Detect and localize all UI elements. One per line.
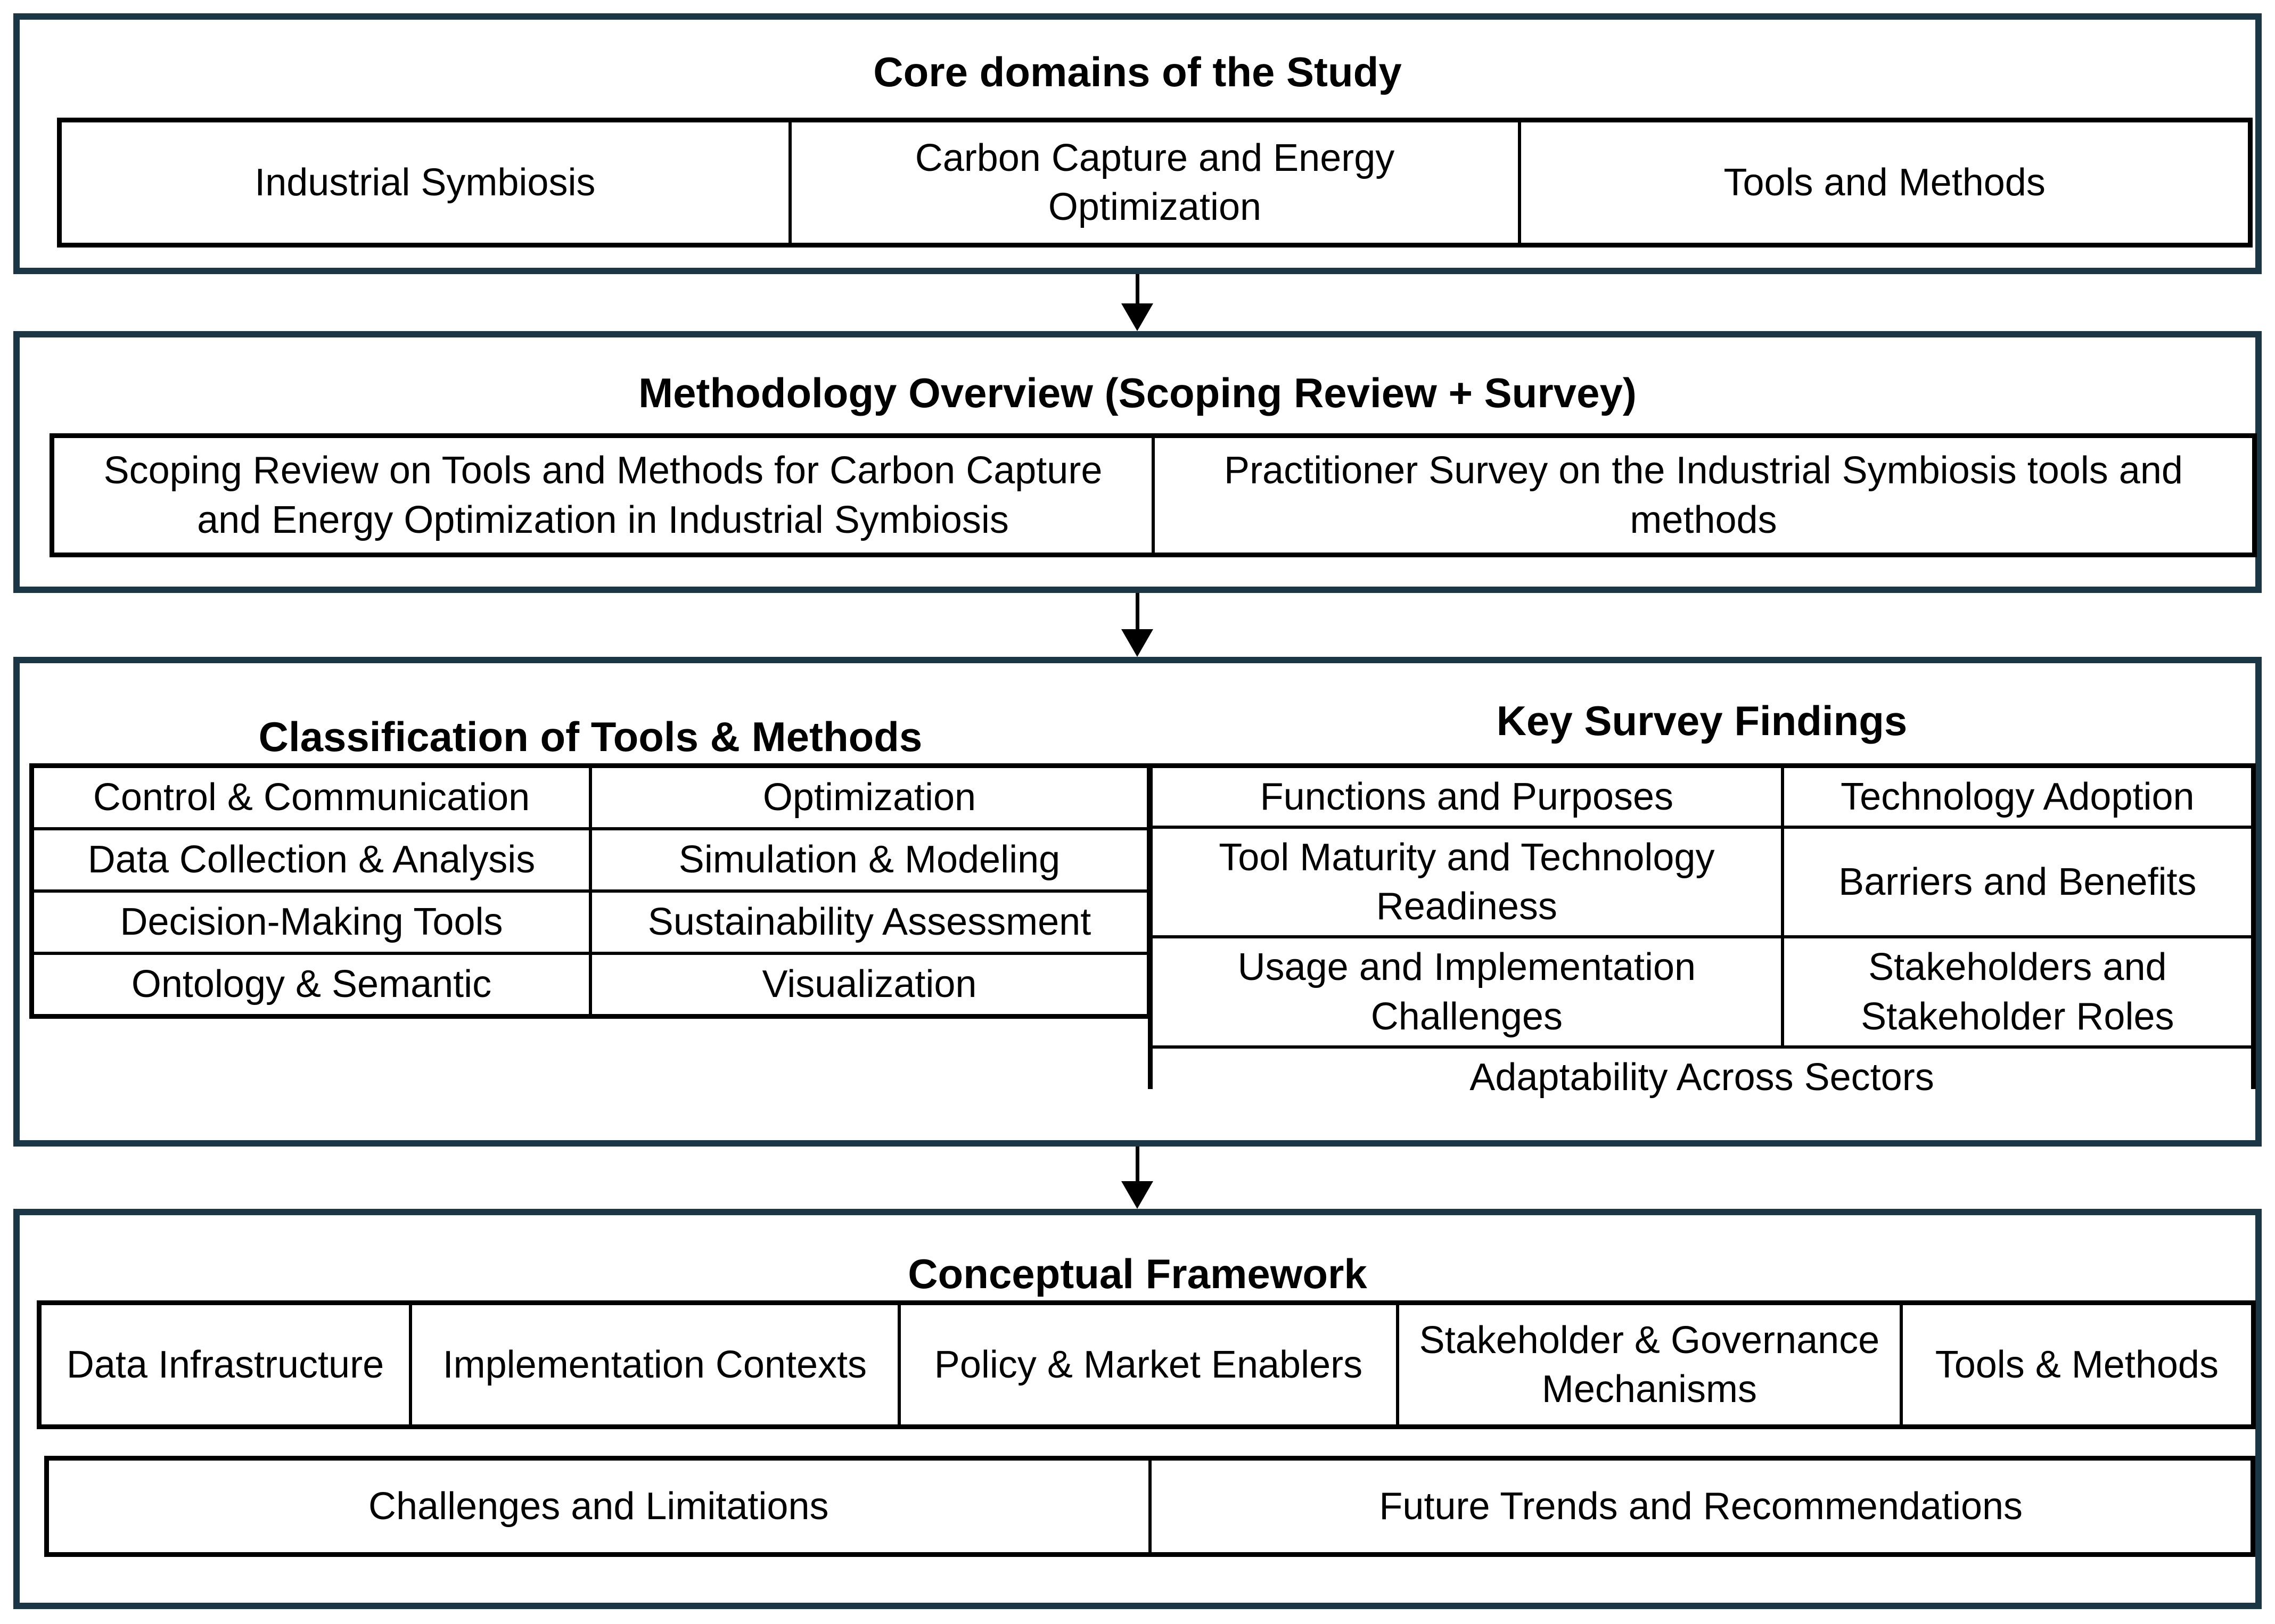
cell-carbon-capture-energy-optimization: Carbon Capture and Energy Optimization [791,122,1518,243]
cell-adaptability-across-sectors: Adaptability Across Sectors [1153,1048,2251,1106]
section-core-domains: Core domains of the Study Industrial Sym… [13,13,2262,274]
methodology-title: Methodology Overview (Scoping Review + S… [638,369,1637,416]
section-methodology-overview: Methodology Overview (Scoping Review + S… [13,331,2262,593]
arrow-head [1121,303,1153,331]
arrow-shaft [1135,1147,1139,1181]
framework-table-row2: Challenges and Limitations Future Trends… [44,1456,2255,1557]
cell-implementation-contexts: Implementation Contexts [412,1305,898,1424]
core-domains-title: Core domains of the Study [873,48,1402,95]
cell-control-communication: Control & Communication [34,768,589,827]
methodology-table: Scoping Review on Tools and Methods for … [50,433,2257,557]
cell-usage-implementation-challenges: Usage and Implementation Challenges [1153,938,1781,1045]
cell-functions-purposes: Functions and Purposes [1153,768,1781,826]
down-arrow-icon [1121,593,1153,657]
cell-simulation-modeling: Simulation & Modeling [592,830,1147,889]
cell-policy-market-enablers: Policy & Market Enablers [900,1305,1397,1424]
classification-title: Classification of Tools & Methods [258,713,923,760]
cell-industrial-symbiosis: Industrial Symbiosis [62,122,789,243]
arrow-head [1121,629,1153,657]
classification-table: Control & Communication Optimization Dat… [29,763,1152,1019]
section-classification-and-findings: Classification of Tools & Methods Key Su… [13,657,2262,1147]
cell-optimization: Optimization [592,768,1147,827]
arrow-head [1121,1181,1153,1209]
down-arrow-icon [1121,1147,1153,1209]
cell-stakeholder-governance-mechanisms: Stakeholder & Governance Mechanisms [1399,1305,1900,1424]
cell-future-trends-recommendations: Future Trends and Recommendations [1151,1461,2251,1552]
cell-tools-methods: Tools & Methods [1902,1305,2251,1424]
cell-stakeholders-roles: Stakeholders and Stakeholder Roles [1784,938,2251,1045]
survey-findings-table: Functions and Purposes Technology Adopti… [1148,763,2256,1106]
section-conceptual-framework: Conceptual Framework Data Infrastructure… [13,1209,2262,1609]
cell-tool-maturity-readiness: Tool Maturity and Technology Readiness [1153,829,1781,936]
cell-practitioner-survey: Practitioner Survey on the Industrial Sy… [1155,438,2252,553]
conceptual-framework-title: Conceptual Framework [908,1250,1367,1297]
cell-data-infrastructure: Data Infrastructure [42,1305,409,1424]
cell-technology-adoption: Technology Adoption [1784,768,2251,826]
down-arrow-icon [1121,274,1153,331]
cell-decision-making-tools: Decision-Making Tools [34,893,589,952]
arrow-shaft [1135,274,1139,303]
cell-barriers-benefits: Barriers and Benefits [1784,829,2251,936]
cell-scoping-review: Scoping Review on Tools and Methods for … [54,438,1152,553]
cell-data-collection-analysis: Data Collection & Analysis [34,830,589,889]
cell-visualization: Visualization [592,955,1147,1014]
framework-table-row1: Data Infrastructure Implementation Conte… [37,1300,2256,1429]
arrow-shaft [1135,593,1139,629]
cell-challenges-limitations: Challenges and Limitations [49,1461,1148,1552]
cell-ontology-semantic: Ontology & Semantic [34,955,589,1014]
core-domains-table: Industrial Symbiosis Carbon Capture and … [57,118,2253,248]
key-survey-findings-title: Key Survey Findings [1496,697,1908,744]
cell-sustainability-assessment: Sustainability Assessment [592,893,1147,952]
cell-tools-and-methods: Tools and Methods [1521,122,2248,243]
